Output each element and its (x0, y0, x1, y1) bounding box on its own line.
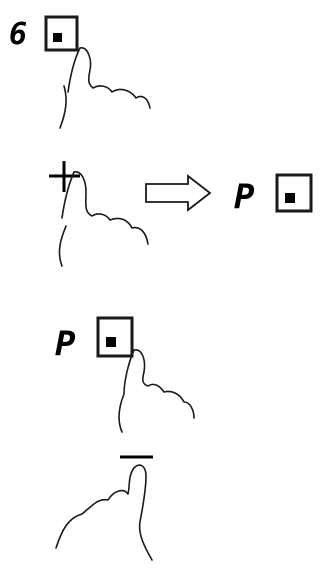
step-1-display-digit: 6 (9, 17, 27, 52)
square-key-icon (46, 17, 77, 50)
pointing-finger-icon (119, 350, 194, 432)
step-3-display-symbol: P (55, 324, 76, 364)
step-3: P (55, 318, 194, 432)
right-arrow-icon (146, 176, 210, 210)
pointing-finger-icon (59, 172, 148, 266)
pointing-finger-icon (56, 465, 152, 560)
step-2-result-symbol: P (234, 177, 255, 217)
pointing-finger-icon (60, 48, 150, 128)
step-4: - (0, 0, 153, 560)
square-key-icon (277, 175, 311, 211)
plus-key-icon (49, 161, 80, 192)
square-key-icon (98, 318, 132, 356)
step-1: 6 (9, 17, 150, 128)
